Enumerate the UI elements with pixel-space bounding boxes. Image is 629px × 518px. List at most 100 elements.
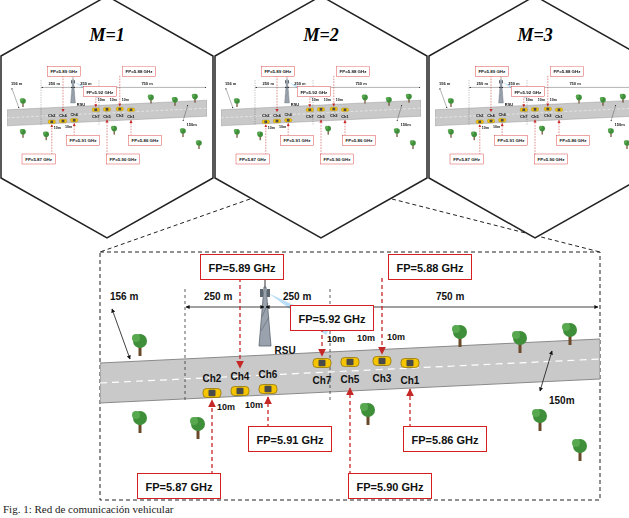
distance-label: 250 m [263,81,274,85]
road-scene: FP=5.89 GHz FP=5.88 GHzFP=5.92 GHzFP=5.91… [435,65,629,165]
rsu-label: RSU [291,103,299,107]
frequency-label: FP=5.86 GHz [560,138,587,143]
distance-label: 156 m [439,81,450,85]
zoom-panel [100,252,600,500]
channel-label: Ch5 [103,115,111,119]
distance-label: 150m [401,123,411,127]
frequency-label: FP=5.91 GHz [70,138,97,143]
frequency-label: FP=5.87 GHz [239,157,266,162]
frequency-label: FP=5.86 GHz [346,138,373,143]
channel-label: Ch7 [520,115,528,119]
frequency-box: FP=5.86 GHz [403,426,488,452]
frequency-box: FP=5.87 GHz [236,154,270,164]
cell-title: M=3 [518,25,553,46]
frequency-label: FP=5.90 GHz [538,157,565,162]
distance-label: 250 m [508,81,519,85]
channel-label: Ch2 [48,114,56,118]
frequency-box: FP=5.91 GHz [280,135,314,145]
channel-label: Ch6 [70,113,78,117]
distance-label: 156 m [225,81,236,85]
spacing-label: 10m [110,98,117,102]
channel-label: Ch2 [262,114,270,118]
channel-label: Ch3 [373,374,392,384]
frequency-box: FP=5.91 GHz [248,426,333,452]
spacing-label: 10m [493,125,500,129]
frequency-label: FP=5.86 GHz [412,434,479,446]
spacing-label: 10m [357,334,375,343]
frequency-box: FP=5.87 GHz [22,154,56,164]
frequency-box: FP=5.89 GHz [47,66,81,76]
spacing-label: 10m [54,126,61,130]
channel-label: Ch1 [555,115,563,119]
rsu-label: RSU [77,103,85,107]
distance-label: 250 m [49,81,60,85]
channel-label: Ch5 [531,115,539,119]
frequency-label: FP=5.91 GHz [498,138,525,143]
frequency-box: FP=5.88 GHz [550,66,584,76]
distance-label: 750 m [141,81,152,85]
frequency-box: FP=5.90 GHz [320,154,354,164]
frequency-label: FP=5.90 GHz [110,157,137,162]
spacing-label: 10m [245,401,263,410]
frequency-label: FP=5.87 GHz [146,481,213,493]
channel-label: Ch7 [313,376,332,386]
channel-label: Ch1 [341,115,349,119]
distance-label: 150m [187,123,197,127]
distance-label: 250 m [80,81,91,85]
frequency-box: FP=5.87 GHz [137,473,222,499]
frequency-box: FP=5.89 GHz [261,66,295,76]
spacing-label: 10m [268,126,275,130]
road-scene: FP=5.89 GHz FP=5.88 GHzFP=5.92 GHzFP=5.91… [100,251,600,501]
frequency-box: FP=5.87 GHz [450,154,484,164]
spacing-label: 10m [98,98,105,102]
frequency-box: FP=5.89 GHz [475,66,509,76]
hexagon-cell: M=3FP=5.89 GHzFP=5.88 GHzFP=5.92 GHzFP=5… [428,0,629,239]
channel-label: Ch6 [284,113,292,117]
frequency-label: FP=5.87 GHz [453,157,480,162]
channel-label: Ch5 [341,375,360,385]
frequency-box: FP=5.91 GHz [494,135,528,145]
distance-label: 156 m [11,81,22,85]
frequency-box: FP=5.92 GHz [297,87,331,97]
cell-title: M=1 [90,25,125,46]
frequency-box: FP=5.90 GHz [106,154,140,164]
spacing-label: 10m [387,333,405,342]
frequency-label: FP=5.89 GHz [478,69,505,74]
frequency-box: FP=5.92 GHz [290,305,375,331]
spacing-label: 10m [279,125,286,129]
frequency-box: FP=5.86 GHz [128,135,162,145]
rsu-label: RSU [505,103,513,107]
frequency-label: FP=5.92 GHz [514,90,541,95]
distance-label: 250 m [477,81,488,85]
channel-label: Ch1 [401,376,420,386]
channel-label: Ch3 [116,114,124,118]
channel-label: Ch4 [273,113,281,117]
frequency-label: FP=5.92 GHz [299,313,366,325]
frequency-label: FP=5.88 GHz [340,69,367,74]
frequency-label: FP=5.89 GHz [264,69,291,74]
road-scene: FP=5.89 GHz FP=5.88 GHzFP=5.92 GHzFP=5.91… [221,65,421,165]
frequency-label: FP=5.88 GHz [397,262,464,274]
distance-label: 750 m [355,81,366,85]
distance-label: 750 m [436,292,464,302]
channel-label: Ch6 [498,113,506,117]
distance-label: 150m [549,396,575,406]
frequency-box: FP=5.90 GHz [534,154,568,164]
spacing-label: 10m [482,126,489,130]
frequency-box: FP=5.86 GHz [556,135,590,145]
frequency-label: FP=5.92 GHz [300,90,327,95]
channel-label: Ch3 [330,114,338,118]
channel-label: Ch1 [127,115,135,119]
channel-label: Ch4 [59,113,67,117]
spacing-label: 10m [324,98,331,102]
distance-label: 250 m [283,292,311,302]
spacing-label: 10m [336,98,343,102]
spacing-label: 10m [526,98,533,102]
frequency-label: FP=5.92 GHz [86,90,113,95]
spacing-label: 10m [550,98,557,102]
spacing-label: 10m [217,403,235,412]
frequency-label: FP=5.89 GHz [209,262,276,274]
spacing-label: 10m [122,98,129,102]
frequency-label: FP=5.88 GHz [554,69,581,74]
distance-label: 150m [615,123,625,127]
